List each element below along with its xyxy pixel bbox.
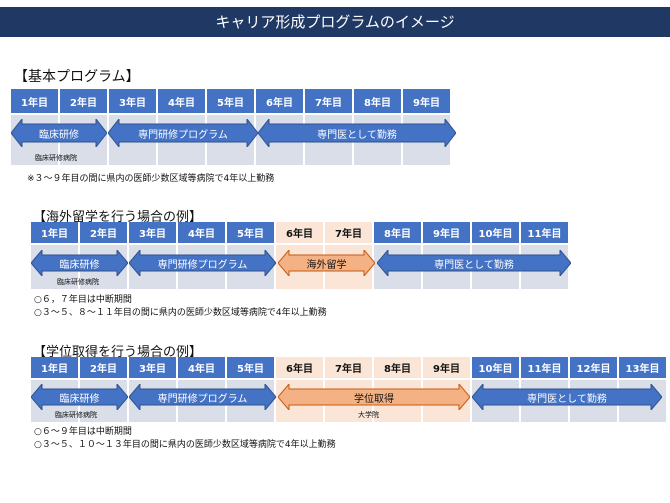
basic-year-row: 1年目 2年目 3年目 4年目 5年目 6年目 7年目 8年目 9年目 <box>11 89 450 113</box>
year-cell: 11年目 <box>521 222 568 243</box>
year-cell: 3年目 <box>129 222 176 243</box>
year-cell: 6年目 <box>256 89 303 113</box>
year-cell: 11年目 <box>521 357 568 378</box>
abroad-note: ○６，７年目は中断期間 <box>34 295 132 305</box>
year-cell: 13年目 <box>619 357 666 378</box>
abroad-heading: 【海外留学を行う場合の例】 <box>33 210 203 225</box>
arrow-label: 臨床研修 <box>39 129 79 141</box>
basic-heading: 【基本プログラム】 <box>14 69 140 85</box>
year-cell: 8年目 <box>374 357 421 378</box>
degree-acquisition-arrow: 学位取得 <box>278 384 470 410</box>
year-cell: 4年目 <box>178 357 225 378</box>
year-cell: 12年目 <box>570 357 617 378</box>
specialty-training-arrow: 専門研修プログラム <box>129 250 276 276</box>
year-cell: 7年目 <box>305 89 352 113</box>
specialist-work-arrow: 専門医として勤務 <box>472 384 662 410</box>
year-cell: 6年目 <box>276 357 323 378</box>
clinical-hospital-label: 臨床研修病院 <box>55 411 97 419</box>
year-cell: 8年目 <box>374 222 421 243</box>
year-cell: 1年目 <box>31 222 78 243</box>
specialty-training-arrow: 専門研修プログラム <box>108 119 258 147</box>
abroad-note: ○３～５、８～１１年目の間に県内の医師少数区域等病院で4年以上勤務 <box>34 308 327 318</box>
arrow-label: 専門研修プログラム <box>157 393 248 405</box>
clinical-training-arrow: 臨床研修 <box>31 250 128 276</box>
arrow-label: 専門研修プログラム <box>157 259 248 271</box>
degree-note: ○６～９年目は中断期間 <box>34 427 132 437</box>
clinical-hospital-label: 臨床研修病院 <box>35 154 77 162</box>
year-cell: 5年目 <box>227 357 274 378</box>
arrow-label: 専門医として勤務 <box>434 259 514 271</box>
year-cell: 6年目 <box>276 222 323 243</box>
degree-year-row: 1年目 2年目 3年目 4年目 5年目 6年目 7年目 8年目 9年目 10年目… <box>31 357 666 378</box>
arrow-label: 臨床研修 <box>59 393 100 405</box>
year-cell: 10年目 <box>472 357 519 378</box>
arrow-label: 専門医として勤務 <box>527 393 607 405</box>
graduate-school-label: 大学院 <box>358 411 379 419</box>
year-cell: 2年目 <box>80 222 127 243</box>
year-cell: 2年目 <box>80 357 127 378</box>
year-cell: 4年目 <box>158 89 205 113</box>
basic-note: ※３～９年目の間に県内の医師少数区域等病院で4年以上勤務 <box>27 174 275 184</box>
degree-heading: 【学位取得を行う場合の例】 <box>33 345 203 360</box>
clinical-hospital-label: 臨床研修病院 <box>57 278 99 286</box>
year-cell: 7年目 <box>325 222 372 243</box>
year-cell: 1年目 <box>11 89 58 113</box>
year-cell: 9年目 <box>403 89 450 113</box>
clinical-training-arrow: 臨床研修 <box>11 119 107 147</box>
specialty-training-arrow: 専門研修プログラム <box>129 384 276 410</box>
year-cell: 4年目 <box>178 222 225 243</box>
specialist-work-arrow: 専門医として勤務 <box>377 250 571 276</box>
page-title: キャリア形成プログラムのイメージ <box>0 7 670 37</box>
year-cell: 5年目 <box>227 222 274 243</box>
arrow-label: 臨床研修 <box>59 259 100 271</box>
clinical-training-arrow: 臨床研修 <box>31 384 128 410</box>
arrow-label: 海外留学 <box>306 259 347 271</box>
arrow-label: 専門研修プログラム <box>138 129 228 141</box>
abroad-study-arrow: 海外留学 <box>278 250 375 276</box>
arrow-label: 専門医として勤務 <box>317 129 397 141</box>
year-cell: 8年目 <box>354 89 401 113</box>
year-cell: 9年目 <box>423 222 470 243</box>
year-cell: 7年目 <box>325 357 372 378</box>
year-cell: 5年目 <box>207 89 254 113</box>
abroad-year-row: 1年目 2年目 3年目 4年目 5年目 6年目 7年目 8年目 9年目 10年目… <box>31 222 568 243</box>
year-cell: 3年目 <box>129 357 176 378</box>
year-cell: 10年目 <box>472 222 519 243</box>
specialist-work-arrow: 専門医として勤務 <box>258 119 456 147</box>
year-cell: 9年目 <box>423 357 470 378</box>
year-cell: 2年目 <box>60 89 107 113</box>
year-cell: 1年目 <box>31 357 78 378</box>
year-cell: 3年目 <box>109 89 156 113</box>
arrow-label: 学位取得 <box>354 393 394 405</box>
degree-note: ○３～５、１０～１３年目の間に県内の医師少数区域等病院で4年以上勤務 <box>34 440 336 450</box>
